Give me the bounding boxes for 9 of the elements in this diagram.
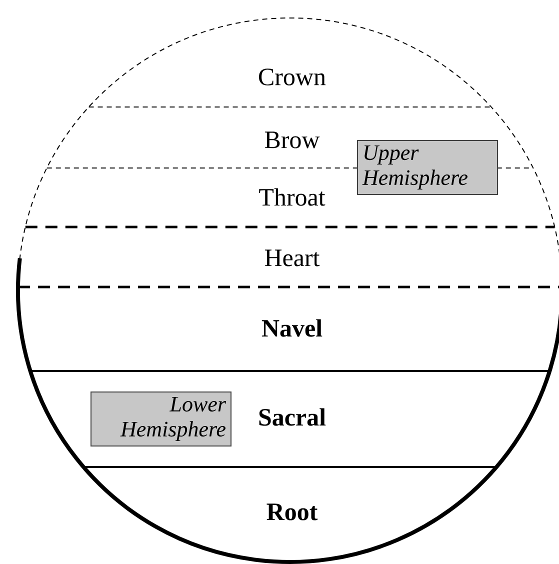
band-label: Crown: [259, 68, 326, 86]
hemisphere-box: Upper Hemisphere: [357, 140, 498, 196]
hemisphere-box: Lower Hemisphere: [90, 391, 232, 447]
band-label: Navel: [262, 319, 322, 337]
band-label: Throat: [259, 188, 326, 206]
band-label: Root: [266, 504, 318, 520]
band-label: Sacral: [259, 408, 326, 426]
band-label: Brow: [264, 132, 320, 148]
band-label: Heart: [264, 250, 320, 266]
